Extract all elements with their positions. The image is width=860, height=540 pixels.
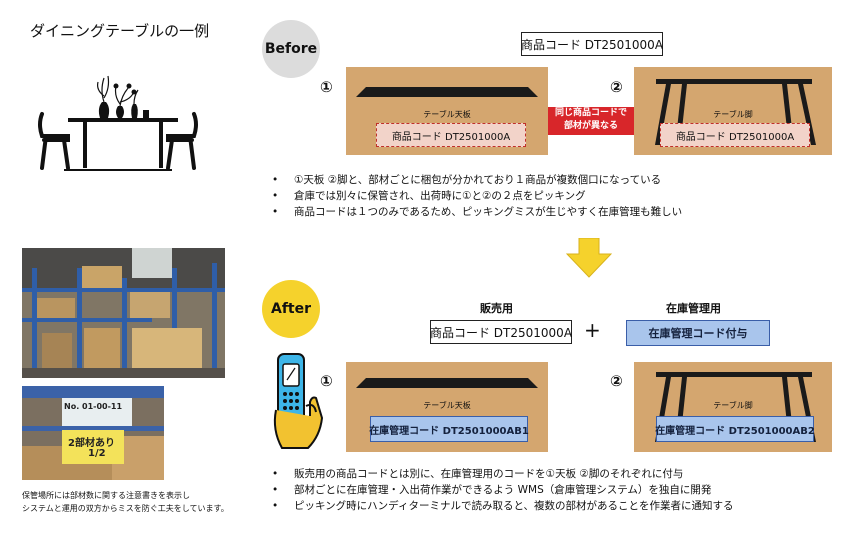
before-item-2-label: テーブル脚	[713, 110, 753, 119]
stock-code-assign-box: 在庫管理コード付与	[626, 320, 770, 346]
before-item-2-code: 商品コード DT2501000A	[660, 123, 810, 147]
connector-label: 同じ商品コードで 部材が異なる	[548, 107, 634, 135]
before-item-2-panel: テーブル脚 商品コード DT2501000A	[634, 67, 832, 155]
sign-parts-count: 1/2	[88, 448, 106, 459]
before-item-1-code: 商品コード DT2501000A	[376, 123, 526, 147]
before-bullet-2: 倉庫では別々に保管され、出荷時に①と②の２点をピッキング	[272, 188, 682, 204]
after-bullet-list: 販売用の商品コードとは別に、在庫管理用のコードを①天板 ②脚のそれぞれに付与 部…	[272, 466, 734, 514]
tabletop-icon	[356, 378, 538, 388]
connector-line-2: 部材が異なる	[563, 121, 618, 131]
before-bullet-list: ①天板 ②脚と、部材ごとに梱包が分かれており１商品が複数個口になっている 倉庫で…	[272, 172, 682, 220]
before-item-1-label: テーブル天板	[423, 110, 471, 119]
sign-location-number: No. 01-00-11	[64, 402, 123, 411]
photo-note-line-1: 保管場所には部材数に関する注意書きを表示し	[22, 491, 190, 500]
after-product-code: 商品コード DT2501000A	[430, 320, 572, 344]
stock-use-label: 在庫管理用	[666, 302, 721, 315]
after-item-1-number: ①	[320, 372, 333, 390]
sign-parts-text: 2部材あり	[68, 438, 115, 449]
page-title: ダイニングテーブルの一例	[30, 22, 210, 40]
after-bullet-1: 販売用の商品コードとは別に、在庫管理用のコードを①天板 ②脚のそれぞれに付与	[272, 466, 734, 482]
after-badge: After	[262, 280, 320, 338]
after-item-2-code: 在庫管理コード DT2501000AB2	[655, 416, 815, 442]
after-item-1-panel: テーブル天板 在庫管理コード DT2501000AB1	[346, 362, 548, 452]
handy-terminal-icon	[273, 353, 324, 449]
after-item-2-panel: テーブル脚 在庫管理コード DT2501000AB2	[634, 362, 832, 452]
sales-use-label: 販売用	[480, 302, 513, 315]
photo-note-line-2: システムと運用の双方からミスを防ぐ工夫をしています。	[22, 504, 229, 513]
before-bullet-1: ①天板 ②脚と、部材ごとに梱包が分かれており１商品が複数個口になっている	[272, 172, 682, 188]
shelf-sign-photo: No. 01-00-11 2部材あり 1/2	[22, 386, 164, 480]
after-bullet-2: 部材ごとに在庫管理・入出荷作業ができるよう WMS（倉庫管理システム）を独自に開…	[272, 482, 734, 498]
before-product-code: 商品コード DT2501000A	[521, 32, 663, 56]
plus-sign: +	[584, 318, 601, 342]
before-badge: Before	[262, 20, 320, 78]
table-legs-icon	[655, 79, 816, 145]
after-item-2-number: ②	[610, 372, 623, 390]
tabletop-icon	[356, 87, 538, 97]
down-arrow-icon	[566, 238, 612, 278]
before-item-1-number: ①	[320, 78, 333, 96]
before-item-1-panel: テーブル天板 商品コード DT2501000A	[346, 67, 548, 155]
dining-table-illustration	[38, 75, 198, 171]
before-item-2-number: ②	[610, 78, 623, 96]
warehouse-photo	[22, 248, 225, 378]
after-item-1-label: テーブル天板	[423, 401, 471, 410]
after-item-1-code: 在庫管理コード DT2501000AB1	[369, 416, 529, 442]
connector-line-1: 同じ商品コードで	[554, 108, 627, 118]
after-bullet-3: ピッキング時にハンディターミナルで読み取ると、複数の部材があることを作業者に通知…	[272, 498, 734, 514]
after-item-2-label: テーブル脚	[713, 401, 753, 410]
before-bullet-3: 商品コードは１つのみであるため、ピッキングミスが生じやすく在庫管理も難しい	[272, 204, 682, 220]
